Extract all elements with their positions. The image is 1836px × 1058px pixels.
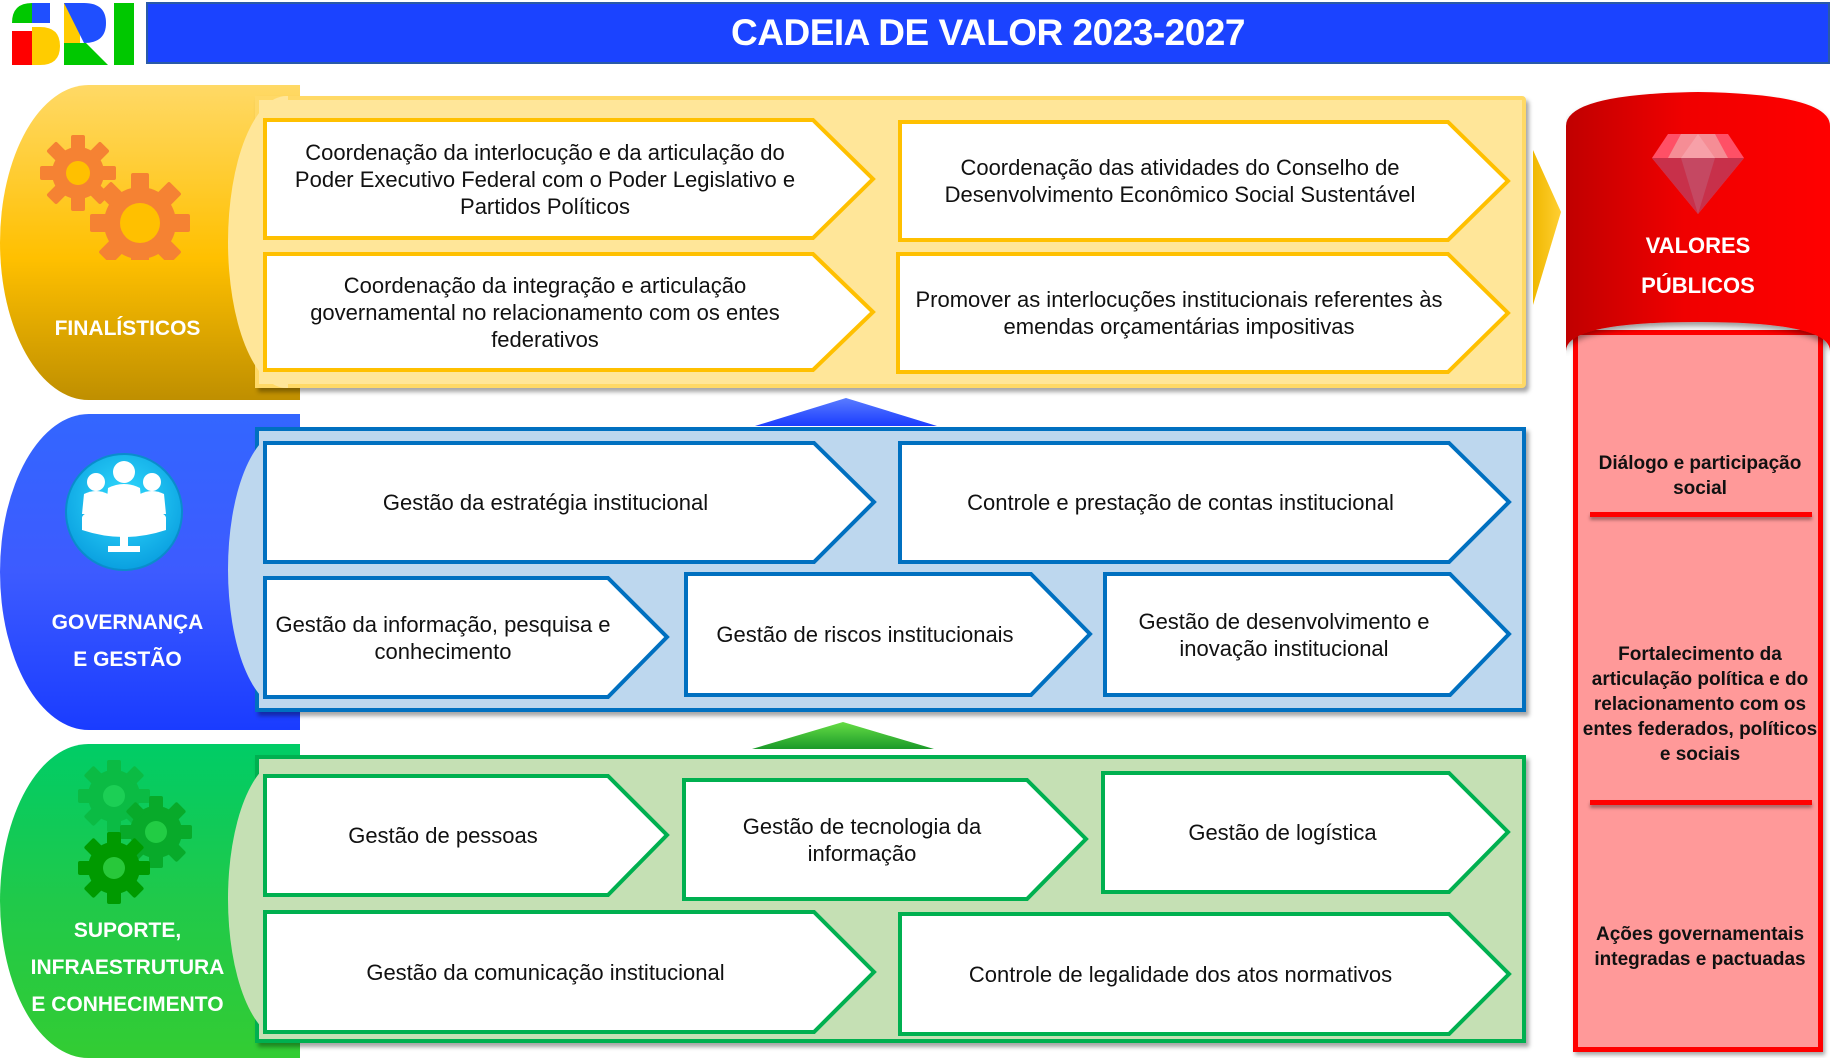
section-label-suporte: SUPORTE, INFRAESTRUTURA E CONHECIMENTO xyxy=(0,912,255,1023)
process-chevron[interactable]: Gestão de logística xyxy=(1101,771,1511,894)
process-label: Gestão de logística xyxy=(1188,820,1377,845)
process-label: Coordenação das atividades do Conselho d… xyxy=(944,155,1416,207)
sri-logo-icon xyxy=(12,3,134,65)
section-label-finalisticos: FINALÍSTICOS xyxy=(0,310,255,347)
gears-icon xyxy=(40,135,200,273)
sri-logo xyxy=(12,3,134,65)
process-chevron[interactable]: Promover as interlocuções institucionais… xyxy=(896,252,1511,374)
value-item: Fortalecimento da articulação política e… xyxy=(1582,644,1818,765)
process-label: Coordenação da integração e articulação … xyxy=(310,272,780,352)
process-label: Gestão da estratégia institucional xyxy=(382,490,709,515)
values-list-panel xyxy=(1573,330,1823,1052)
value-item: Diálogo e participação social xyxy=(1598,453,1802,499)
process-label: Gestão de desenvolvimento e inovação ins… xyxy=(1138,608,1430,661)
process-label: Promover as interlocuções institucionais… xyxy=(915,287,1443,339)
values-title: VALORES PÚBLICOS xyxy=(1566,226,1830,306)
process-label: Controle de legalidade dos atos normativ… xyxy=(968,961,1393,987)
process-label: Gestão de riscos institucionais xyxy=(716,622,1014,647)
value-divider xyxy=(1590,512,1812,517)
process-chevron[interactable]: Gestão de desenvolvimento e inovação ins… xyxy=(1103,572,1512,697)
process-chevron[interactable]: Controle e prestação de contas instituci… xyxy=(898,441,1512,564)
process-chevron[interactable]: Gestão de riscos institucionais xyxy=(684,572,1093,697)
process-chevron[interactable]: Gestão da informação, pesquisa e conheci… xyxy=(263,576,670,699)
section-label-line: FINALÍSTICOS xyxy=(54,317,201,340)
header-banner: CADEIA DE VALOR 2023-2027 xyxy=(146,2,1830,64)
process-chevron[interactable]: Controle de legalidade dos atos normativ… xyxy=(898,912,1512,1036)
meeting-table-icon xyxy=(64,452,184,572)
arrow-up-icon xyxy=(755,398,937,426)
process-chevron[interactable]: Coordenação da integração e articulação … xyxy=(263,252,876,372)
diamond-icon xyxy=(1651,132,1745,216)
section-label-line: E GESTÃO xyxy=(73,648,182,671)
section-label-governanca: GOVERNANÇA E GESTÃO xyxy=(0,604,255,678)
process-chevron[interactable]: Gestão de pessoas xyxy=(263,774,670,897)
values-title-line: VALORES xyxy=(1645,233,1751,258)
value-item: Ações governamentais integradas e pactua… xyxy=(1594,924,1806,970)
values-title-line: PÚBLICOS xyxy=(1641,273,1755,298)
process-label: Controle e prestação de contas instituci… xyxy=(967,490,1394,515)
process-chevron[interactable]: Gestão da estratégia institucional xyxy=(263,441,877,564)
process-label: Gestão da comunicação institucional xyxy=(366,959,725,985)
process-chevron[interactable]: Coordenação das atividades do Conselho d… xyxy=(898,120,1511,242)
process-label: Gestão da informação, pesquisa e conheci… xyxy=(275,611,611,664)
process-chevron[interactable]: Gestão da comunicação institucional xyxy=(263,910,877,1034)
process-chevron[interactable]: Coordenação da interlocução e da articul… xyxy=(263,118,876,240)
values-header xyxy=(1566,86,1830,356)
section-label-line: INFRAESTRUTURA xyxy=(30,956,225,979)
section-label-line: GOVERNANÇA xyxy=(51,611,204,634)
section-label-line: SUPORTE, xyxy=(73,919,182,942)
section-label-line: E CONHECIMENTO xyxy=(31,993,224,1016)
gears-icon xyxy=(78,760,198,905)
process-chevron[interactable]: Gestão de tecnologia da informação xyxy=(682,778,1089,901)
arrow-right-icon xyxy=(1533,150,1563,305)
process-label: Gestão de pessoas xyxy=(348,823,538,848)
arrow-up-icon xyxy=(752,722,934,749)
page-title: CADEIA DE VALOR 2023-2027 xyxy=(731,12,1245,53)
process-label: Gestão de tecnologia da informação xyxy=(742,813,982,866)
value-divider xyxy=(1590,800,1812,805)
process-label: Coordenação da interlocução e da articul… xyxy=(294,139,796,219)
